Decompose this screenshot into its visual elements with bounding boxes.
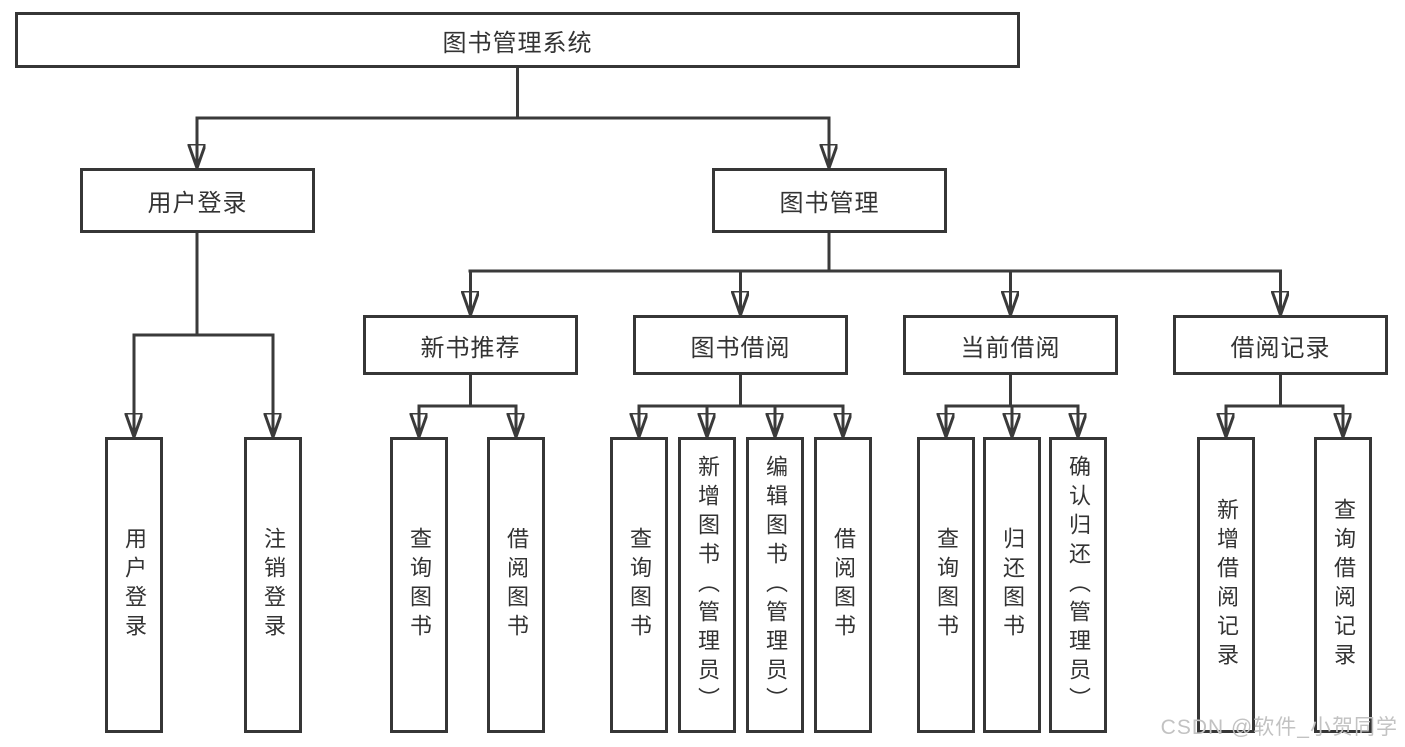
node-new-book-recommend-label: 新书推荐 xyxy=(420,334,521,362)
node-root-label: 图书管理系统 xyxy=(442,29,593,57)
node-book-management: 图书管理 xyxy=(712,168,947,233)
leaf-user-login: 用户登录 xyxy=(105,437,163,733)
node-book-borrow-label: 图书借阅 xyxy=(690,334,791,362)
node-current-borrow-label: 当前借阅 xyxy=(960,334,1061,362)
node-user-login: 用户登录 xyxy=(80,168,315,233)
node-new-book-recommend: 新书推荐 xyxy=(363,315,578,375)
leaf-bookborrow-query-label: 查询图书 xyxy=(627,527,652,643)
node-book-borrow: 图书借阅 xyxy=(633,315,848,375)
leaf-current-return-label: 归还图书 xyxy=(1000,527,1025,643)
csdn-watermark: CSDN @软件_小贺同学 xyxy=(1160,716,1398,739)
leaf-records-query-label: 查询借阅记录 xyxy=(1331,498,1356,672)
arrow-lines xyxy=(134,116,1343,439)
node-book-management-label: 图书管理 xyxy=(779,190,880,217)
leaf-newbook-borrow: 借阅图书 xyxy=(487,437,545,733)
leaf-bookborrow-borrow: 借阅图书 xyxy=(814,437,872,733)
leaf-current-confirm-label: 确认归还（管理员） xyxy=(1066,454,1091,716)
leaf-bookborrow-edit: 编辑图书（管理员） xyxy=(746,437,804,733)
leaf-records-add-label: 新增借阅记录 xyxy=(1214,498,1239,672)
leaf-bookborrow-add-label: 新增图书（管理员） xyxy=(695,454,720,716)
leaf-logout-label: 注销登录 xyxy=(261,527,286,643)
leaf-newbook-query: 查询图书 xyxy=(390,437,448,733)
node-borrow-records-label: 借阅记录 xyxy=(1230,334,1331,362)
leaf-records-query: 查询借阅记录 xyxy=(1314,437,1372,733)
leaf-newbook-query-label: 查询图书 xyxy=(407,527,432,643)
node-user-login-label: 用户登录 xyxy=(147,190,248,217)
trunk-lines xyxy=(132,66,1345,408)
leaf-current-return: 归还图书 xyxy=(983,437,1041,733)
leaf-user-login-label: 用户登录 xyxy=(122,527,147,643)
leaf-bookborrow-borrow-label: 借阅图书 xyxy=(831,527,856,643)
leaf-records-add: 新增借阅记录 xyxy=(1197,437,1255,733)
node-current-borrow: 当前借阅 xyxy=(903,315,1118,375)
leaf-newbook-borrow-label: 借阅图书 xyxy=(504,527,529,643)
node-root: 图书管理系统 xyxy=(15,12,1020,68)
leaf-bookborrow-edit-label: 编辑图书（管理员） xyxy=(763,454,788,716)
leaf-bookborrow-add: 新增图书（管理员） xyxy=(678,437,736,733)
leaf-current-query: 查询图书 xyxy=(917,437,975,733)
leaf-current-query-label: 查询图书 xyxy=(934,527,959,643)
leaf-current-confirm: 确认归还（管理员） xyxy=(1049,437,1107,733)
leaf-bookborrow-query: 查询图书 xyxy=(610,437,668,733)
leaf-logout: 注销登录 xyxy=(244,437,302,733)
node-borrow-records: 借阅记录 xyxy=(1173,315,1388,375)
